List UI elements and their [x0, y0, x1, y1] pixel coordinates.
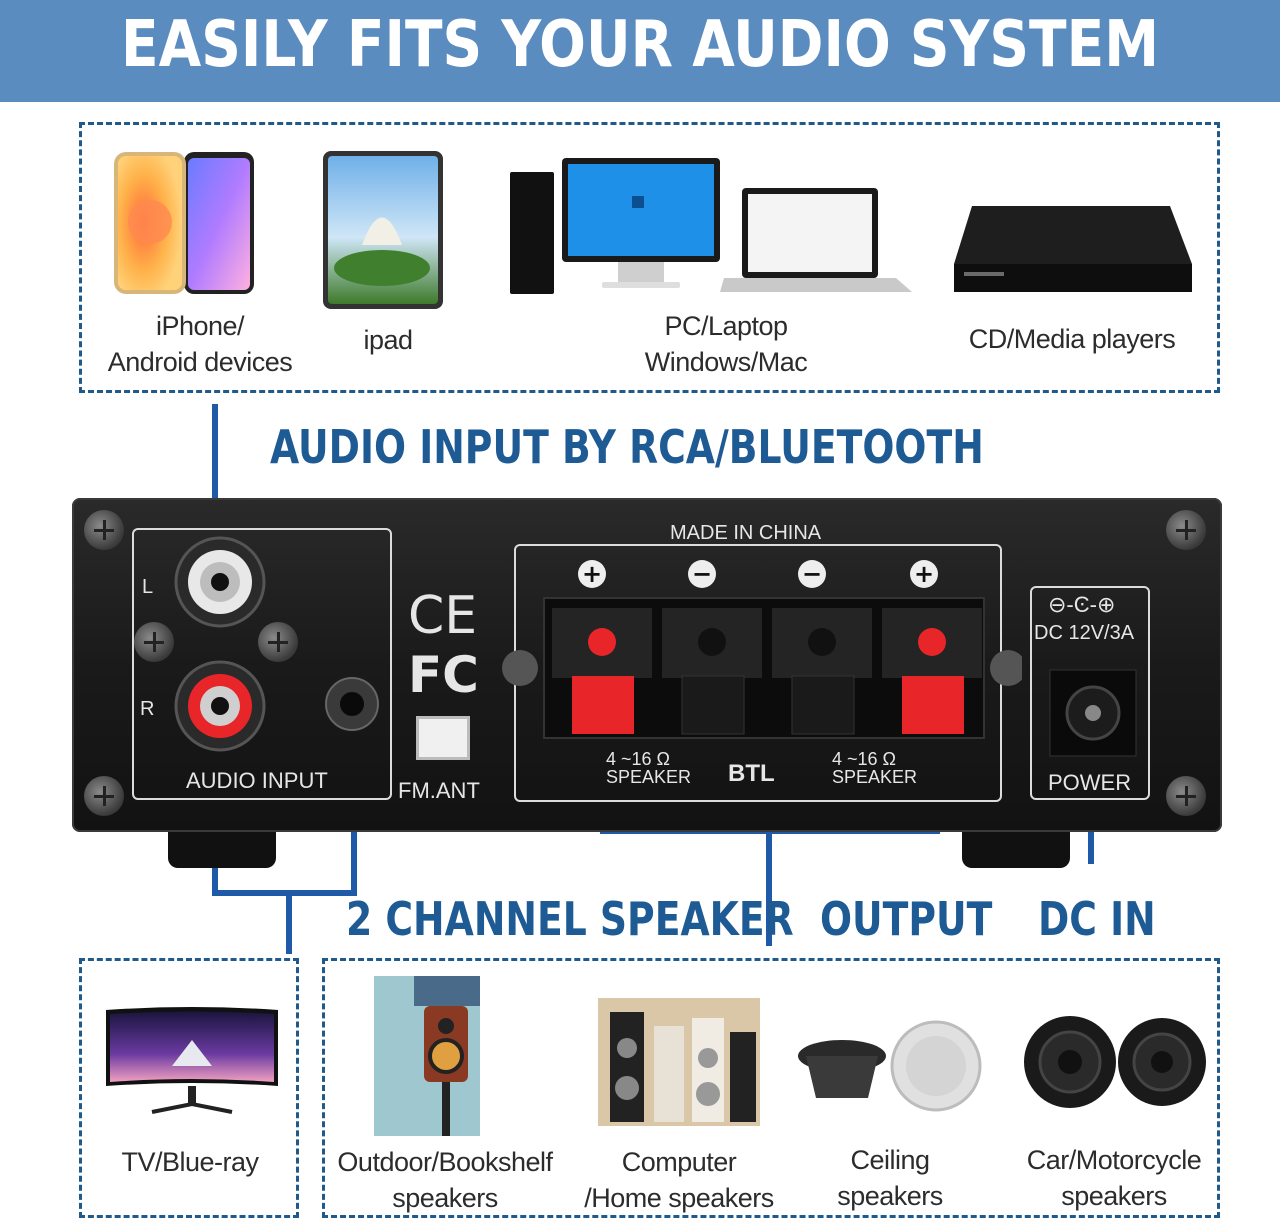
dc-power-jack[interactable]	[1048, 668, 1138, 758]
screw-icon	[84, 510, 124, 550]
ce-mark: CE	[408, 586, 478, 646]
smartphones-icon	[114, 152, 254, 294]
right-speaker-impedance: 4 ~16 Ω SPEAKER	[832, 749, 918, 787]
input-sources-box	[79, 122, 1220, 393]
rca-right-label: R	[140, 698, 155, 720]
banner-title: EASILY FITS YOUR AUDIO SYSTEM	[121, 8, 1159, 82]
tv-icon	[106, 1007, 278, 1114]
rca-right-jack[interactable]	[172, 658, 268, 754]
speakers-box	[322, 958, 1220, 1218]
tablet-icon	[323, 151, 443, 309]
title-banner: EASILY FITS YOUR AUDIO SYSTEM	[0, 0, 1280, 102]
tv-wire	[286, 894, 292, 954]
screw-icon	[84, 776, 124, 816]
screw-icon	[134, 622, 174, 662]
rca-left-jack[interactable]	[172, 534, 268, 630]
power-panel	[1030, 586, 1150, 800]
amplifier-rear-panel: L R AUDIO INPUT CE FC FM.ANT MADE IN CHI…	[72, 498, 1222, 868]
ceiling-speaker-icon	[798, 1020, 982, 1112]
power-label: POWER	[1048, 770, 1132, 795]
speaker-output-wire	[766, 830, 772, 946]
polarity-icon: ⊖-Ͼ-⊕	[1048, 592, 1116, 617]
dc-in-heading: DC IN	[1038, 892, 1156, 946]
tv-box	[79, 958, 299, 1218]
minus-icon: −	[802, 560, 822, 588]
amp-foot	[962, 832, 1070, 868]
speaker-terminals: + − − +	[502, 560, 1022, 739]
input-label-ipad: ipad	[363, 325, 413, 355]
output-label-tv: TV/Blue-ray	[121, 1147, 259, 1177]
input-wire	[212, 404, 218, 564]
speaker-output-heading: 2 CHANNEL SPEAKER OUTPUT	[346, 892, 993, 946]
fc-mark: FC	[408, 646, 479, 704]
amp-foot	[168, 832, 276, 868]
bookshelf-speaker-icon	[374, 976, 480, 1136]
minus-icon: −	[692, 560, 712, 588]
btl-label: BTL	[728, 760, 775, 787]
made-in-label: MADE IN CHINA	[670, 522, 822, 544]
screw-icon	[1166, 776, 1206, 816]
fm-antenna-connector[interactable]	[416, 716, 470, 760]
fm-ant-label: FM.ANT	[398, 778, 480, 803]
computer-laptop-icon	[510, 158, 912, 294]
output-label-home: Computer/Home speakers	[584, 1147, 774, 1213]
audio-input-heading: AUDIO INPUT BY RCA/BLUETOOTH	[270, 420, 984, 474]
screw-icon	[1166, 510, 1206, 550]
plus-icon: +	[582, 560, 602, 588]
home-speakers-icon	[598, 998, 760, 1126]
audio-input-label: AUDIO INPUT	[186, 768, 328, 793]
audio-input-panel	[132, 528, 392, 800]
left-speaker-impedance: 4 ~16 Ω SPEAKER	[606, 749, 692, 787]
input-join-wire	[212, 890, 357, 896]
input-label-phones: iPhone/Android devices	[107, 311, 293, 377]
car-speaker-icon	[1024, 1016, 1206, 1108]
aux-jack[interactable]	[324, 676, 380, 732]
media-player-icon	[954, 206, 1192, 292]
rca-left-label: L	[142, 576, 154, 598]
plus-icon: +	[914, 560, 934, 588]
screw-icon	[258, 622, 298, 662]
input-label-media: CD/Media players	[968, 324, 1176, 354]
dc-rating-label: DC 12V/3A	[1034, 622, 1135, 644]
